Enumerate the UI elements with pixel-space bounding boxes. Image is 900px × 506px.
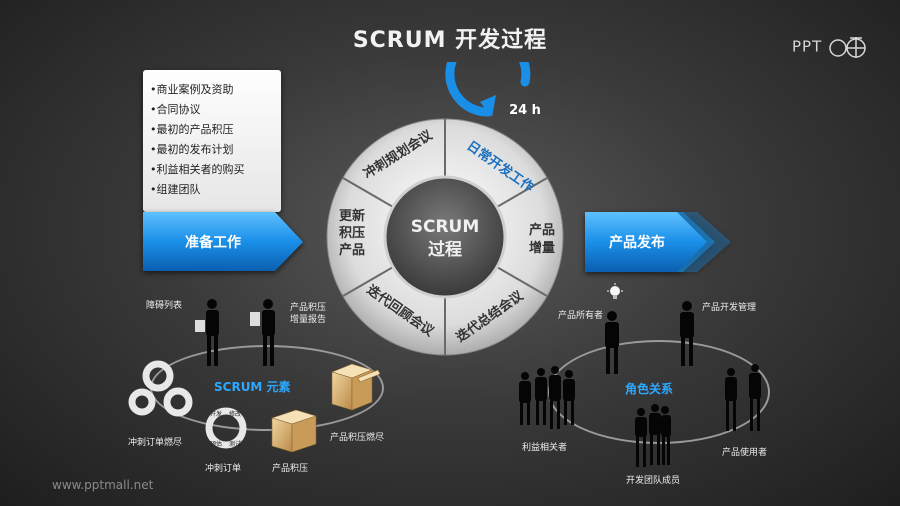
product-burndown-label: 产品积压燃尽: [330, 433, 385, 443]
cycle-center-line1: SCRUM: [411, 217, 480, 237]
backlog-report-label-1: 产品积压: [290, 303, 327, 313]
lightbulb-icon: [607, 283, 623, 299]
loop-arrow: [445, 62, 531, 117]
mini-cycle-label: 开发: [210, 410, 222, 418]
mini-cycles: 开发 修改 测试 预估: [128, 360, 247, 449]
scrum-cycle: 24 h SCRUM 过程 冲刺规划会议 日常开发工作 产品 增量 迭代总结会议…: [326, 62, 564, 356]
preparation-list: •商业案例及资助 •合同协议 •最初的产品积压 •最初的发布计划 •利益相关者的…: [143, 70, 281, 200]
users-label: 产品使用者: [722, 448, 768, 458]
logo-icon: [829, 37, 866, 58]
team-label: 开发团队成员: [626, 476, 681, 486]
preparation-list-card: •商业案例及资助 •合同协议 •最初的产品积压 •最初的发布计划 •利益相关者的…: [143, 70, 281, 212]
stakeholders-label: 利益相关者: [522, 443, 568, 453]
cycle-center-line2: 过程: [428, 240, 462, 260]
impediments-label: 障碍列表: [146, 301, 183, 311]
people-silhouettes-left: [195, 299, 275, 366]
preparation-item: •利益相关者的购买: [150, 163, 245, 176]
segment-update-backlog-1: 更新: [339, 208, 365, 224]
dev-manager-label: 产品开发管理: [702, 303, 757, 313]
people-silhouettes-right: [519, 301, 761, 467]
roles-label: 角色关系: [625, 382, 674, 396]
mini-cycle-label: 预估: [210, 440, 222, 448]
segment-increment-1: 产品: [529, 222, 555, 238]
elements-label: SCRUM 元素: [214, 380, 291, 394]
release-arrow: 产品发布: [585, 212, 731, 272]
preparation-item: •组建团队: [150, 183, 201, 196]
preparation-item: •商业案例及资助: [150, 83, 234, 96]
sprint-backlog-label: 冲刺订单: [205, 464, 242, 474]
logo-text: PPT: [792, 37, 823, 56]
preparation-item: •最初的产品积压: [150, 123, 234, 136]
preparation-arrow-label: 准备工作: [185, 234, 241, 251]
preparation-arrow: 准备工作: [143, 212, 303, 271]
segment-update-backlog-2: 积压: [339, 225, 365, 241]
mini-cycle-label: 测试: [229, 440, 241, 448]
segment-increment-2: 增量: [529, 240, 555, 256]
logo: PPT: [792, 34, 868, 60]
product-backlog-label: 产品积压: [272, 464, 309, 474]
segment-update-backlog-3: 产品: [339, 242, 365, 258]
mini-cycle-label: 修改: [229, 410, 241, 418]
loop-arrow-head: [480, 95, 496, 117]
preparation-item: •最初的发布计划: [150, 143, 234, 156]
sprint-burndown-label: 冲刺订单燃尽: [128, 438, 183, 448]
backlog-report-label-2: 增量报告: [290, 315, 327, 325]
preparation-item: •合同协议: [150, 103, 201, 116]
cycle-core: [383, 175, 507, 299]
footer-url: www.pptmall.net: [52, 478, 154, 492]
page-title: SCRUM 开发过程: [352, 28, 548, 53]
loop-label: 24 h: [509, 103, 541, 118]
product-owner-label: 产品所有者: [558, 311, 604, 321]
release-arrow-label: 产品发布: [609, 234, 665, 251]
backlog-boxes: [271, 363, 381, 453]
